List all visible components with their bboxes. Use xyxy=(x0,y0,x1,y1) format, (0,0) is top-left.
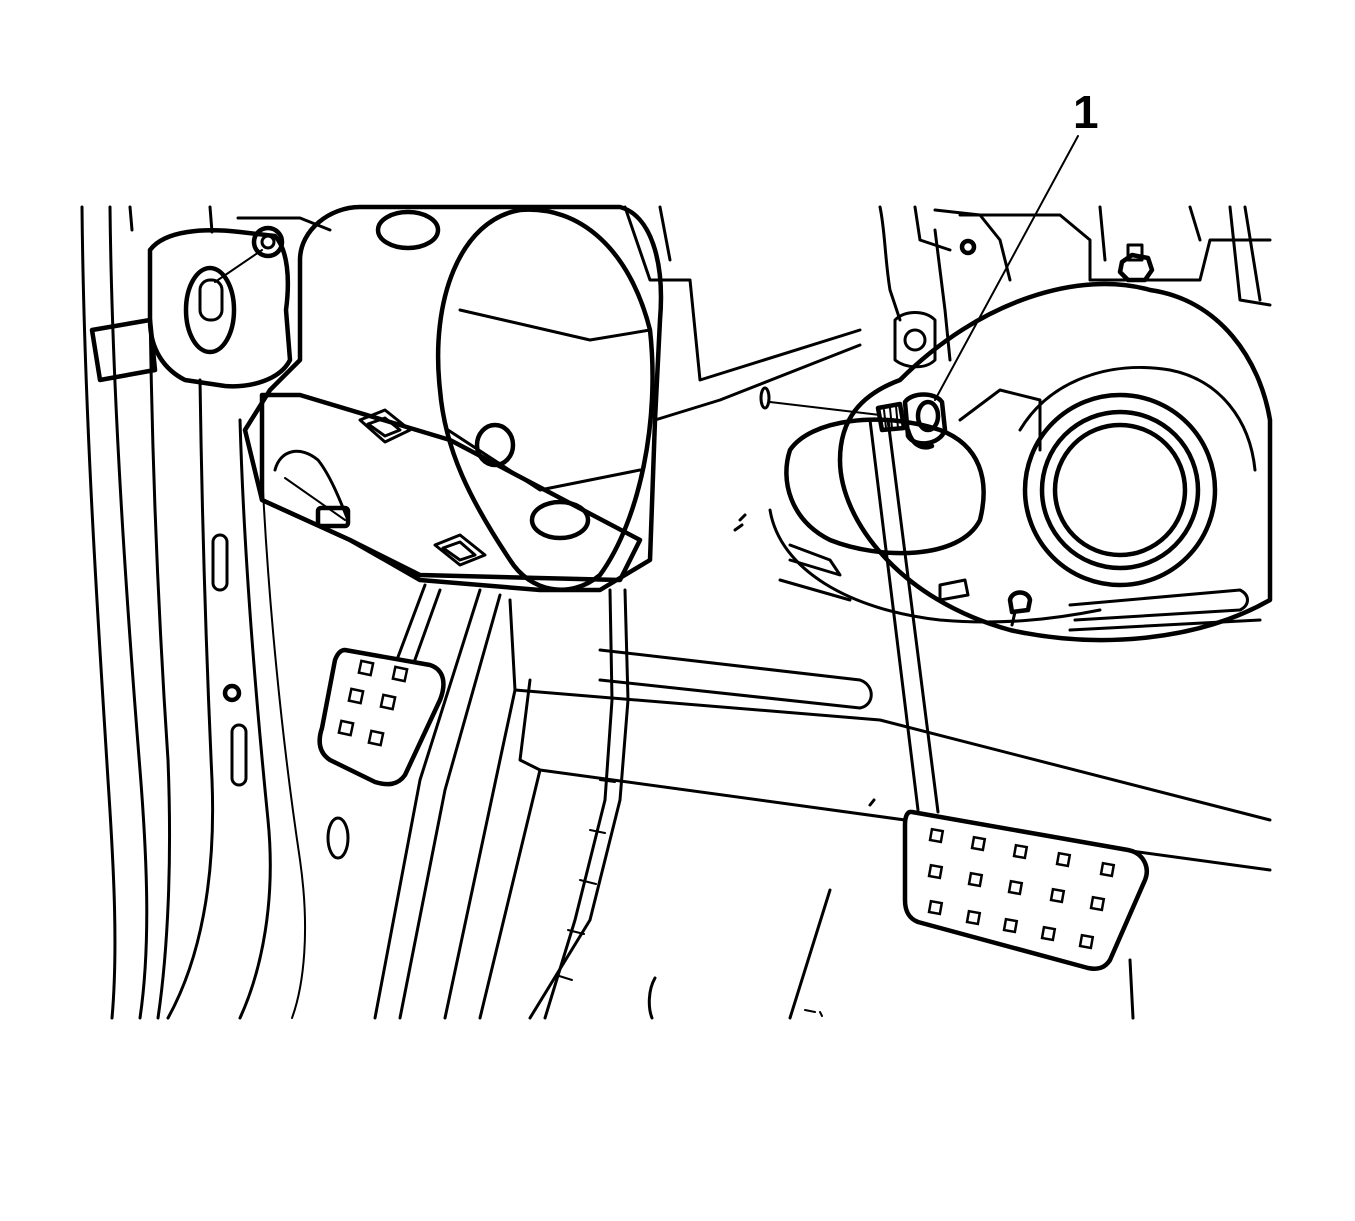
brake-pedal xyxy=(868,418,1149,971)
callout-1: 1 xyxy=(934,86,1099,401)
callout-1-label: 1 xyxy=(1073,86,1099,138)
clutch-sensor-bracket xyxy=(89,216,332,389)
clutch-pedal xyxy=(317,583,446,787)
steering-column-housing xyxy=(242,204,862,593)
pedal-bracket-bolt xyxy=(759,386,948,450)
a-pillar-frame xyxy=(80,205,350,1020)
brake-pad-grip-squares xyxy=(927,827,1116,950)
floor-tunnel xyxy=(373,588,1272,1020)
brake-booster-assembly xyxy=(733,205,1273,643)
